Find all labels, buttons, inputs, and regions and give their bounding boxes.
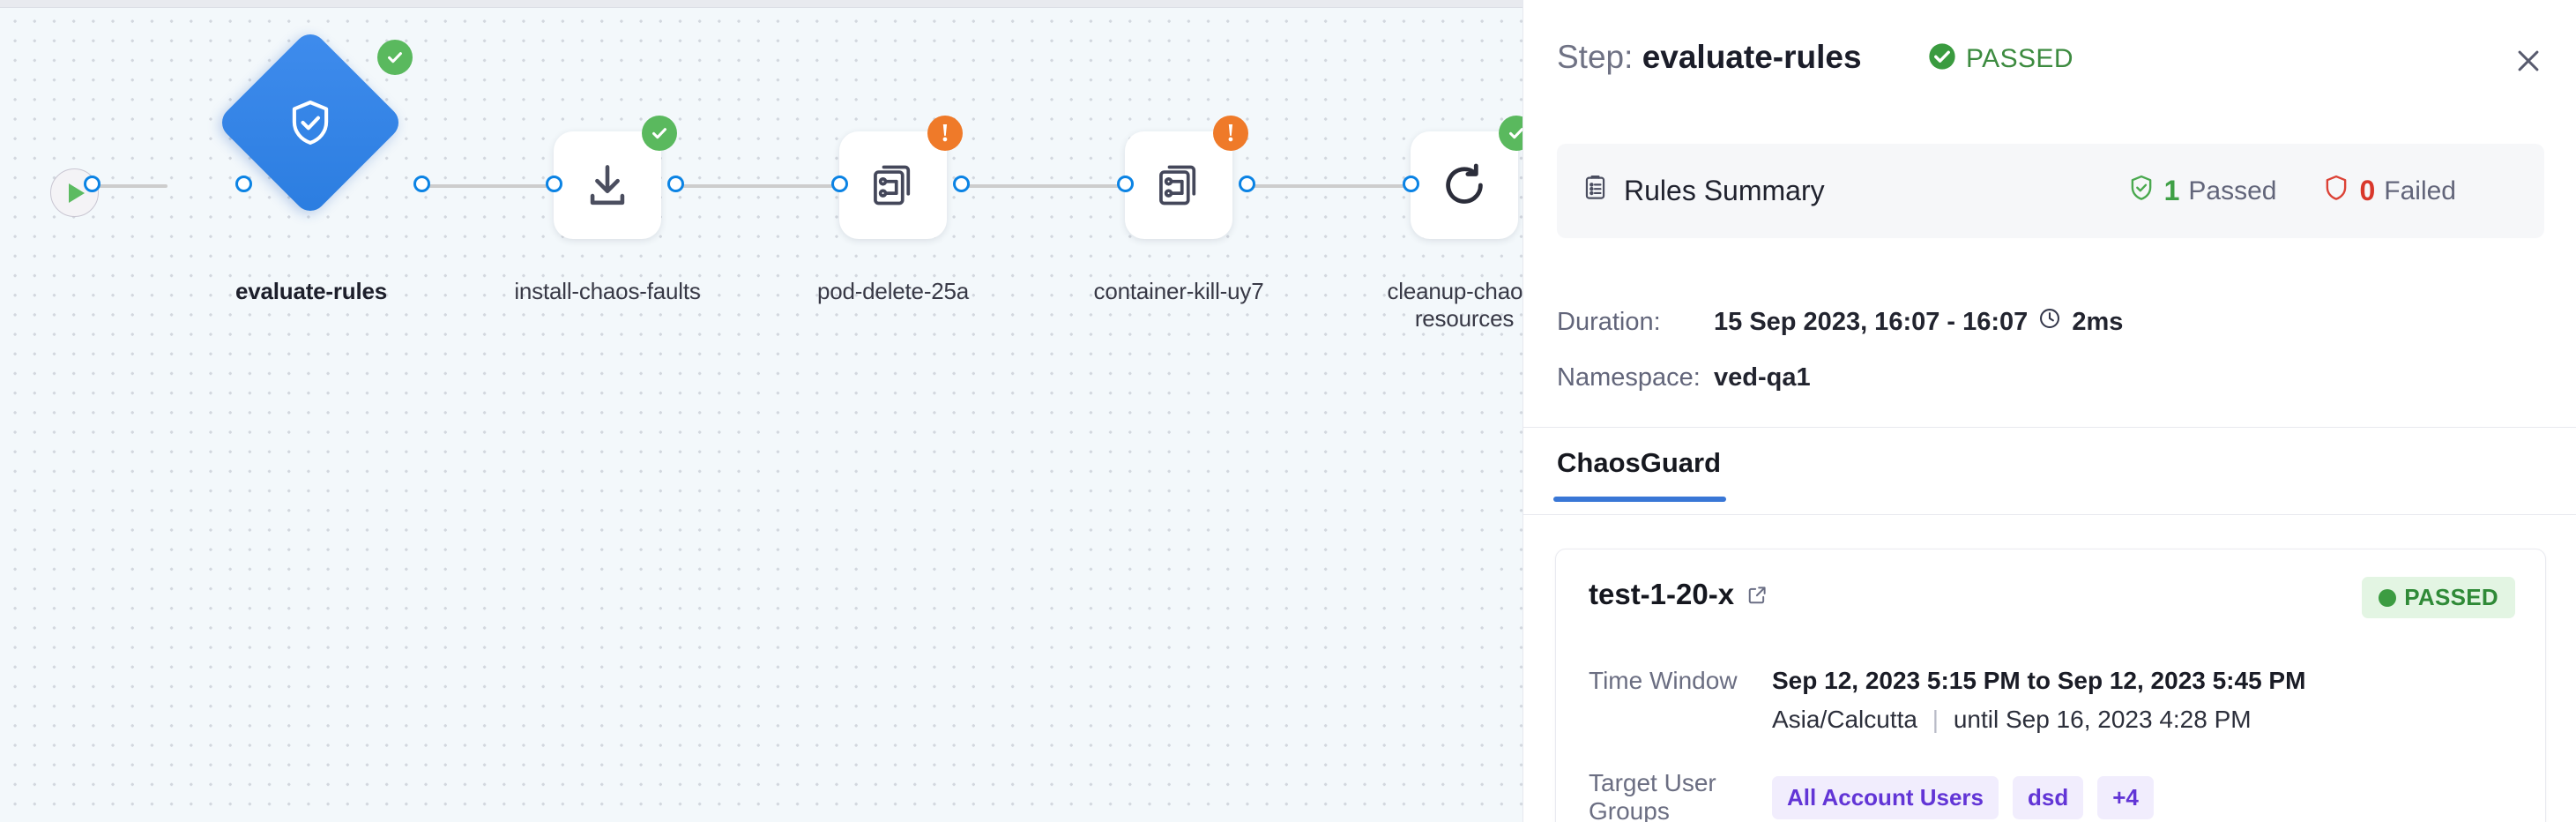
panel-header: Step: evaluate-rules PASSED [1523,0,2576,123]
pipeline-canvas[interactable]: evaluate-rules install-chaos-faults [0,8,1523,822]
chip-all-account-users[interactable]: All Account Users [1772,775,1999,819]
tab-chaosguard[interactable]: ChaosGuard [1552,447,1727,502]
play-icon [68,183,85,203]
refresh-icon [1439,160,1490,211]
port-poddelete-in[interactable] [831,176,848,192]
chip-overflow-count[interactable]: +4 [2097,775,2154,819]
target-user-groups-row: Target User Groups All Account Users dsd… [1589,769,2154,822]
step-detail-panel: Step: evaluate-rules PASSED [1523,0,2576,822]
status-badge-success [1499,116,1523,151]
node-label-pod-delete-25a: pod-delete-25a [816,278,970,304]
external-link-icon[interactable] [1746,584,1768,606]
edge-poddelete-to-containerkill [961,184,1127,188]
rules-summary-card: Rules Summary 1 Passed [1557,144,2544,238]
status-dot-icon [2379,588,2397,607]
duration-elapsed: 2ms [2072,307,2124,336]
target-user-groups-chips: All Account Users dsd +4 [1772,775,2154,819]
duration-row: Duration: 15 Sep 2023, 16:07 - 16:07 2ms [1557,307,2123,337]
passed-number: 1 [2163,175,2180,206]
status-badge-success [642,116,677,151]
status-badge: PASSED [1928,42,2073,75]
node-label-cleanup-chaos-resources: cleanup-chaos-resources [1387,278,1523,332]
namespace-label: Namespace: [1557,363,1701,392]
shield-icon [2322,173,2350,210]
time-window-row: Time Window Sep 12, 2023 5:15 PM to Sep … [1589,667,2305,734]
shield-check-icon [2127,173,2155,210]
page-title: Step: evaluate-rules [1557,39,1862,76]
panel-title-prefix: Step: [1557,39,1634,75]
duration-range: 15 Sep 2023, 16:07 - 16:07 [1714,307,2029,336]
port-start-out[interactable] [84,176,101,192]
rules-passed-count: 1 Passed [2127,173,2277,210]
status-badge-warning: ! [1213,116,1248,151]
node-label-evaluate-rules: evaluate-rules [235,278,388,304]
check-circle-icon [1928,42,1956,75]
download-icon [582,160,633,211]
port-evaluate-rules-out[interactable] [413,176,430,192]
node-label-container-kill-uy7: container-kill-uy7 [1093,278,1264,304]
port-poddelete-out[interactable] [953,176,970,192]
rules-summary-counts: 1 Passed 0 Failed [2127,173,2456,210]
duration-label: Duration: [1557,307,1661,336]
port-cleanup-in[interactable] [1403,176,1419,192]
panel-step-name: evaluate-rules [1642,39,1862,75]
port-install-out[interactable] [667,176,684,192]
edge-containerkill-to-cleanup [1247,184,1412,188]
failed-number: 0 [2359,175,2376,206]
chip-dsd[interactable]: dsd [2012,775,2084,819]
rule-name-text: test-1-20-x [1589,578,1735,610]
panel-tabs: ChaosGuard [1523,427,2576,515]
edge-start-to-evaluate-rules [93,184,168,188]
chaosguard-rule-card: test-1-20-x PASSED Time Window Sep 12, 2… [1555,549,2546,822]
rules-failed-count: 0 Failed [2322,173,2456,210]
time-window-timezone: Asia/Calcutta [1772,706,1917,733]
passed-label: Passed [2188,176,2277,206]
node-install-chaos-faults[interactable] [554,116,677,239]
time-window-meta: Asia/Calcutta | until Sep 16, 2023 4:28 … [1772,706,2305,734]
port-evaluate-rules-in[interactable] [235,176,252,192]
time-window-until: until Sep 16, 2023 4:28 PM [1953,706,2252,733]
rule-name: test-1-20-x [1589,578,1768,611]
shield-check-icon [285,95,336,150]
clipboard-icon [1582,174,1609,208]
time-window-range: Sep 12, 2023 5:15 PM to Sep 12, 2023 5:4… [1772,667,2306,694]
node-cleanup-chaos-resources[interactable] [1411,116,1523,239]
port-containerkill-in[interactable] [1117,176,1134,192]
status-badge-success [377,40,413,75]
failed-label: Failed [2384,176,2456,206]
time-window-value: Sep 12, 2023 5:15 PM to Sep 12, 2023 5:4… [1772,667,2305,734]
time-window-label: Time Window [1589,667,1738,694]
edge-install-to-poddelete [675,184,841,188]
edge-evaluate-to-install [421,184,555,188]
rule-status-badge: PASSED [2362,577,2515,618]
rules-summary-title: Rules Summary [1582,174,1825,208]
top-bar [0,0,1523,8]
divider: | [1932,706,1939,733]
node-label-install-chaos-faults: install-chaos-faults [514,278,701,304]
namespace-row: Namespace: ved-qa1 [1557,363,1811,392]
port-install-in[interactable] [546,176,562,192]
node-evaluate-rules[interactable] [215,27,413,218]
rule-status-text: PASSED [2404,584,2498,610]
chaos-experiment-icon [868,161,918,210]
clock-icon [2038,307,2061,337]
node-container-kill-uy7[interactable]: ! [1125,116,1248,239]
namespace-value: ved-qa1 [1714,363,1811,392]
duration-value: 15 Sep 2023, 16:07 - 16:07 2ms [1714,307,2123,337]
status-text: PASSED [1966,43,2073,73]
status-badge-warning: ! [927,116,963,151]
chaos-experiment-icon [1154,161,1203,210]
port-containerkill-out[interactable] [1239,176,1255,192]
node-pod-delete-25a[interactable]: ! [839,116,963,239]
rules-summary-label: Rules Summary [1624,175,1825,206]
close-icon[interactable] [2505,37,2552,85]
target-user-groups-label: Target User Groups [1589,769,1716,822]
